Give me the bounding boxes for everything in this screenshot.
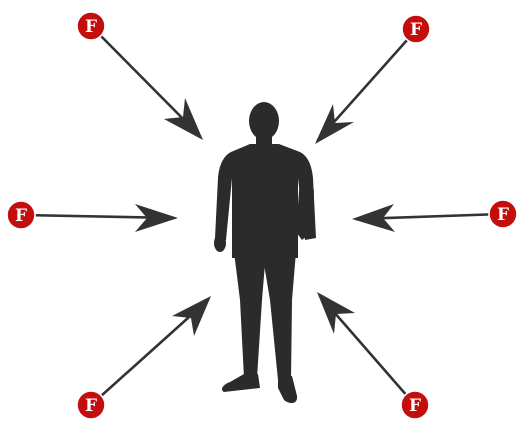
force-node-top-right: F	[401, 14, 431, 44]
arrow-middle-right	[352, 204, 504, 232]
force-node-bottom-left: F	[76, 390, 106, 420]
arrow-bottom-left	[89, 296, 211, 407]
force-node-label: F	[410, 20, 422, 40]
person-silhouette-icon	[214, 102, 316, 404]
force-node-bottom-right: F	[400, 390, 430, 420]
arrow-bottom-right	[317, 292, 417, 407]
force-node-label: F	[15, 206, 27, 226]
arrows	[20, 26, 504, 407]
force-node-label: F	[497, 205, 509, 225]
force-node-top-left: F	[76, 11, 106, 41]
force-node-label: F	[85, 17, 97, 37]
force-nodes: F F F F F F	[6, 11, 517, 420]
force-node-middle-left: F	[6, 200, 36, 230]
force-node-label: F	[85, 396, 97, 416]
arrow-middle-left	[20, 204, 178, 232]
arrow-top-left	[91, 26, 203, 140]
force-node-label: F	[409, 396, 421, 416]
force-node-middle-right: F	[488, 199, 517, 229]
arrow-top-right	[315, 28, 418, 144]
